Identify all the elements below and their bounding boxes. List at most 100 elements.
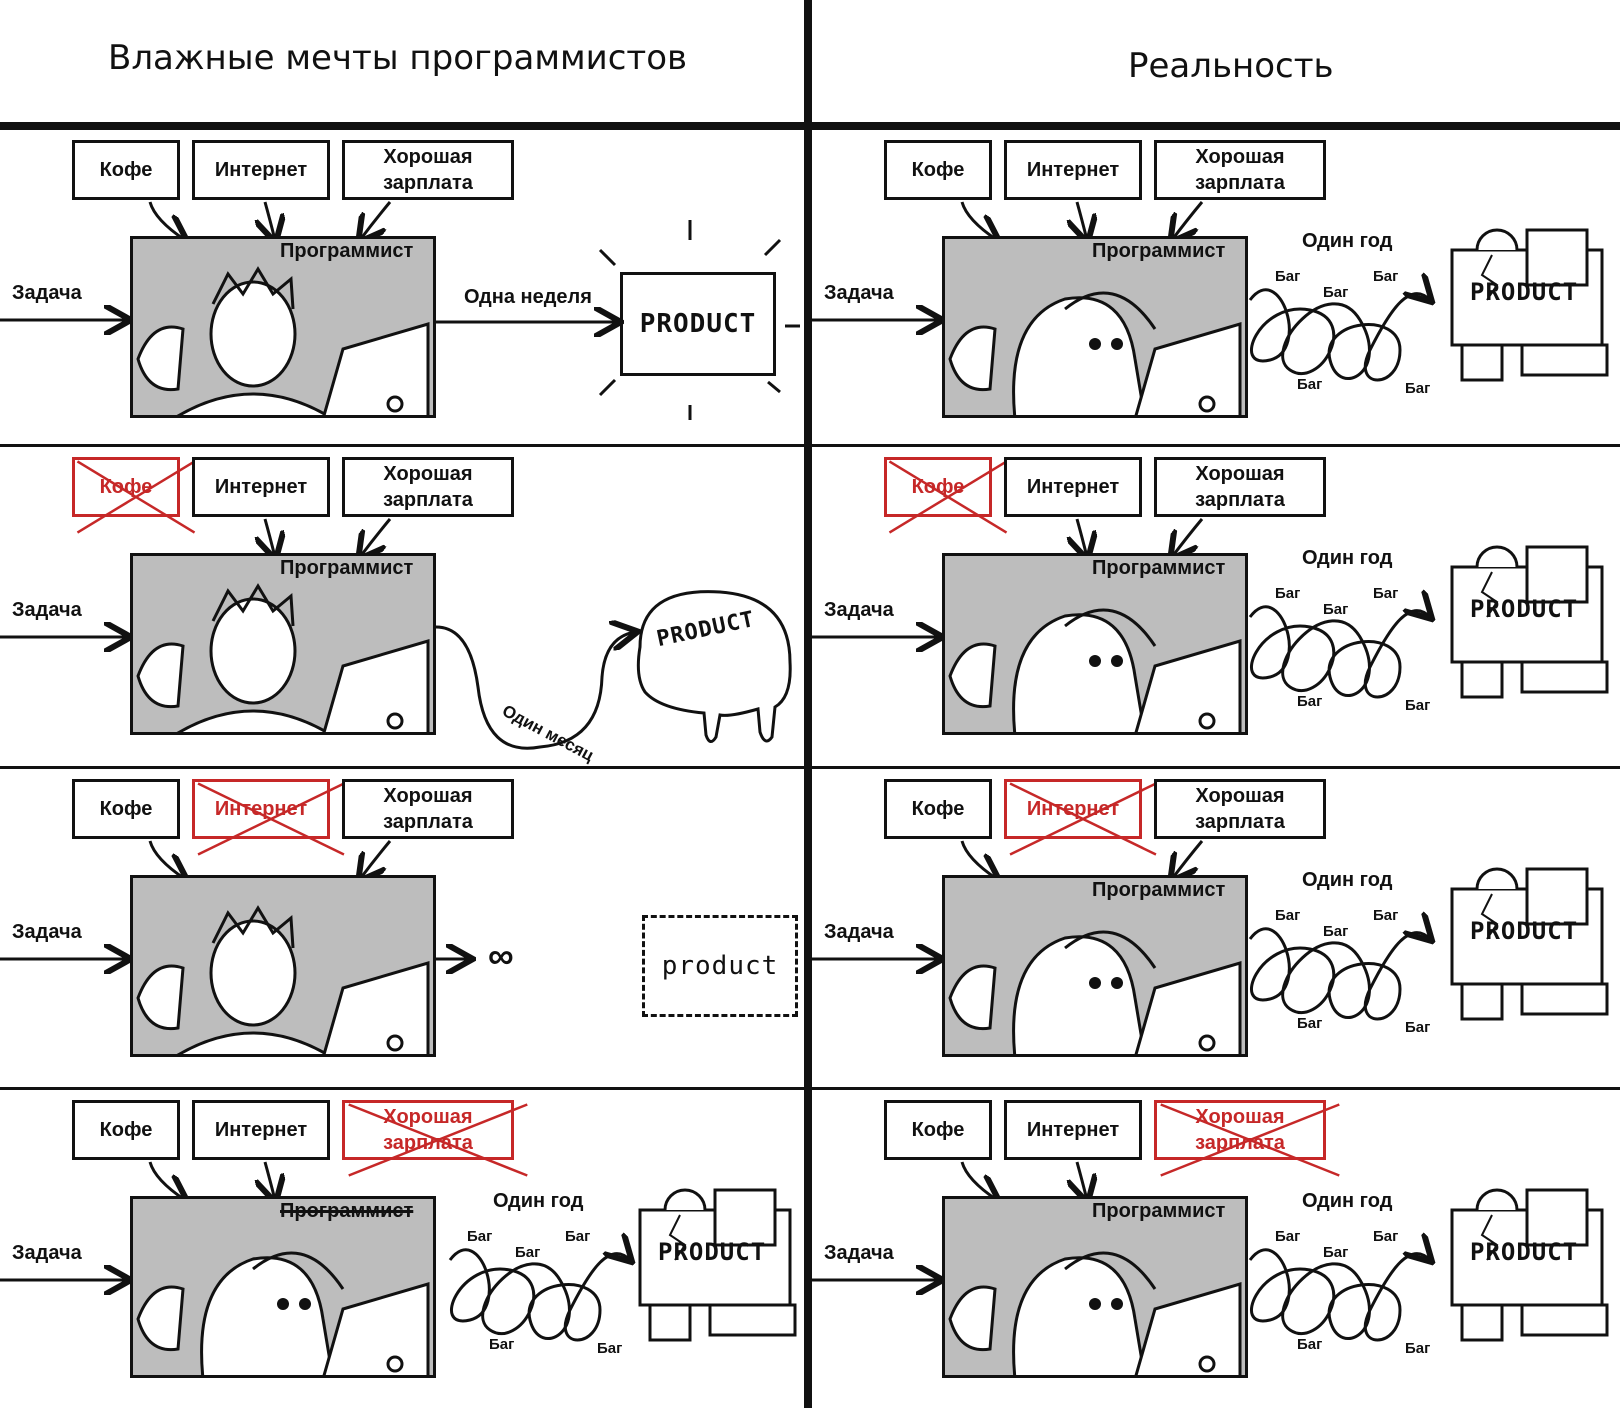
bug-label-1: Баг xyxy=(1275,907,1301,924)
programmer-label: Программист xyxy=(280,240,414,262)
programmer-scene xyxy=(942,236,1248,418)
melting-product-blob xyxy=(636,590,792,743)
coffee-arrow xyxy=(960,840,997,879)
panel-drawing xyxy=(812,201,1609,382)
broken-product-machine xyxy=(1450,1188,1609,1342)
coffee-box-label: Кофе xyxy=(911,159,965,181)
row-divider-1 xyxy=(0,444,1620,447)
bug-label-4: Баг xyxy=(1297,1015,1323,1032)
salary-box: Хорошая зарплата xyxy=(1154,779,1326,839)
internet-box: Интернет xyxy=(192,1100,330,1160)
programmer-scene xyxy=(130,553,436,735)
task-label: Задача xyxy=(824,921,894,943)
infinity-symbol: ∞ xyxy=(488,935,514,976)
salary-box: Хорошая зарплата xyxy=(1154,457,1326,517)
salary-box-label: Хорошая зарплата xyxy=(1195,1106,1285,1154)
coffee-box-label: Кофе xyxy=(911,798,965,820)
scene-drawing xyxy=(948,930,1242,1054)
panel-drawing xyxy=(812,840,1609,1021)
salary-box-label: Хорошая зарплата xyxy=(1195,146,1285,194)
gorilla-figure xyxy=(948,1251,1242,1375)
bug-label-4: Баг xyxy=(1297,1336,1323,1353)
bug-tangle xyxy=(448,1250,630,1342)
left-column-title: Влажные мечты программистов xyxy=(108,38,688,78)
gorilla-figure xyxy=(948,291,1242,415)
broken-product-machine xyxy=(638,1188,797,1342)
bug-label-5: Баг xyxy=(1405,380,1431,397)
internet-arrow xyxy=(265,1161,275,1200)
bug-label-1: Баг xyxy=(1275,1228,1301,1245)
row-divider-2 xyxy=(0,766,1620,769)
time-label: Один год xyxy=(1302,1190,1393,1212)
programmer-scene xyxy=(942,553,1248,735)
coffee-box: Кофе xyxy=(72,457,180,517)
bug-label-2: Баг xyxy=(515,1244,541,1261)
coffee-box: Кофе xyxy=(884,457,992,517)
internet-box: Интернет xyxy=(1004,457,1142,517)
internet-box-label: Интернет xyxy=(1026,1119,1120,1141)
bug-label-2: Баг xyxy=(1323,923,1349,940)
shine-ray-3 xyxy=(763,238,782,257)
broken-product-machine xyxy=(1450,228,1609,382)
internet-box: Интернет xyxy=(192,779,330,839)
panel-drawing xyxy=(0,518,792,750)
row-divider-3 xyxy=(0,1087,1620,1090)
bug-label-4: Баг xyxy=(1297,693,1323,710)
broken-product-label: PRODUCT xyxy=(1470,917,1579,945)
internet-box: Интернет xyxy=(1004,779,1142,839)
scene-drawing xyxy=(948,291,1242,415)
panel-drawing xyxy=(0,1161,797,1342)
coffee-arrow xyxy=(148,1161,185,1200)
gorilla-figure xyxy=(948,608,1242,732)
internet-box-label: Интернет xyxy=(1026,159,1120,181)
coffee-box: Кофе xyxy=(72,140,180,200)
product-label: PRODUCT xyxy=(639,309,757,339)
bug-label-1: Баг xyxy=(1275,268,1301,285)
coffee-box: Кофе xyxy=(884,779,992,839)
task-label: Задача xyxy=(824,599,894,621)
panel-drawing xyxy=(812,1161,1609,1342)
time-label: Один год xyxy=(1302,869,1393,891)
scene-drawing xyxy=(136,583,430,732)
time-label: Один год xyxy=(493,1190,584,1212)
scene-drawing xyxy=(948,608,1242,732)
bug-tangle xyxy=(1248,1250,1430,1342)
broken-product-label: PRODUCT xyxy=(1470,278,1579,306)
header-divider xyxy=(0,122,1620,130)
salary-arrow xyxy=(1172,201,1204,240)
bug-label-3: Баг xyxy=(565,1228,591,1245)
coffee-box: Кофе xyxy=(72,1100,180,1160)
internet-arrow xyxy=(265,201,275,240)
coffee-box-label: Кофе xyxy=(99,159,153,181)
scene-drawing xyxy=(948,1251,1242,1375)
coffee-arrow xyxy=(148,840,185,879)
coffee-box: Кофе xyxy=(884,140,992,200)
dashed-product-box: product xyxy=(642,915,798,1017)
internet-box: Интернет xyxy=(1004,1100,1142,1160)
programmer-label: Программист xyxy=(1092,557,1226,579)
time-label: Один год xyxy=(1302,547,1393,569)
coffee-arrow xyxy=(960,201,997,240)
salary-box-label: Хорошая зарплата xyxy=(383,785,473,833)
broken-product-label: PRODUCT xyxy=(658,1238,767,1266)
salary-arrow xyxy=(360,518,392,557)
programmer-label: Программист xyxy=(280,1200,414,1222)
bug-label-1: Баг xyxy=(467,1228,493,1245)
scene-drawing xyxy=(136,266,430,415)
task-label: Задача xyxy=(12,1242,82,1264)
gorilla-figure xyxy=(136,1251,430,1375)
vertical-divider xyxy=(804,0,812,1408)
month-arrow xyxy=(435,627,635,750)
bug-tangle xyxy=(1248,290,1430,382)
task-label: Задача xyxy=(12,921,82,943)
scene-drawing xyxy=(136,1251,430,1375)
internet-box-label: Интернет xyxy=(214,476,308,498)
salary-box-label: Хорошая зарплата xyxy=(383,146,473,194)
salary-box: Хорошая зарплата xyxy=(1154,1100,1326,1160)
broken-product-label: PRODUCT xyxy=(1470,1238,1579,1266)
programmer-label: Программист xyxy=(1092,879,1226,901)
